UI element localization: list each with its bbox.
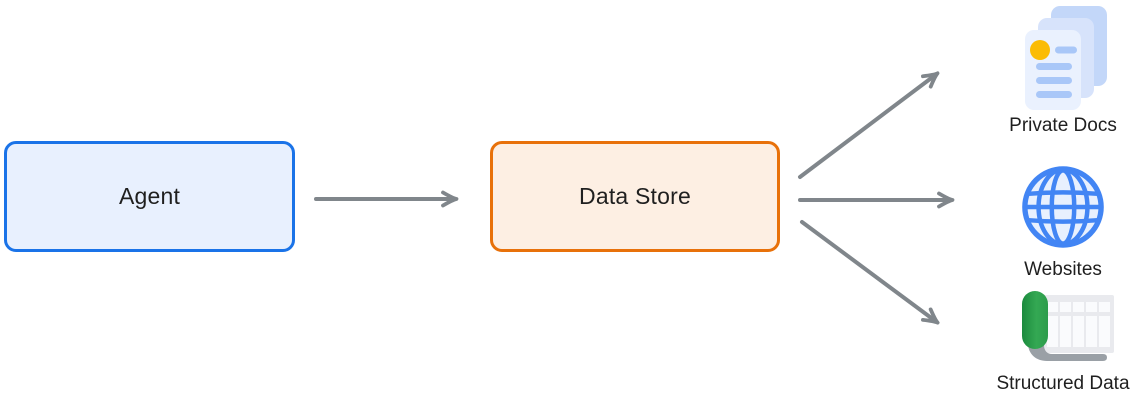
arrow-datastore-to-structured-data [800, 220, 940, 325]
target-private-docs: Private Docs [988, 6, 1138, 137]
agent-node: Agent [4, 141, 295, 252]
agent-node-label: Agent [118, 183, 181, 209]
globe-icon [1022, 166, 1104, 248]
documents-stack-icon [1025, 6, 1107, 110]
structured-data-label: Structured Data [996, 373, 1130, 394]
data-store-node-label: Data Store [579, 183, 691, 209]
target-structured-data: Structured Data [980, 291, 1146, 395]
target-websites: Websites [988, 164, 1138, 281]
spreadsheet-scroll-icon [1022, 291, 1114, 361]
arrow-datastore-to-private-docs [798, 71, 940, 179]
data-store-node: Data Store [490, 141, 780, 252]
private-docs-label: Private Docs [1009, 115, 1117, 136]
websites-label: Websites [1024, 259, 1102, 280]
